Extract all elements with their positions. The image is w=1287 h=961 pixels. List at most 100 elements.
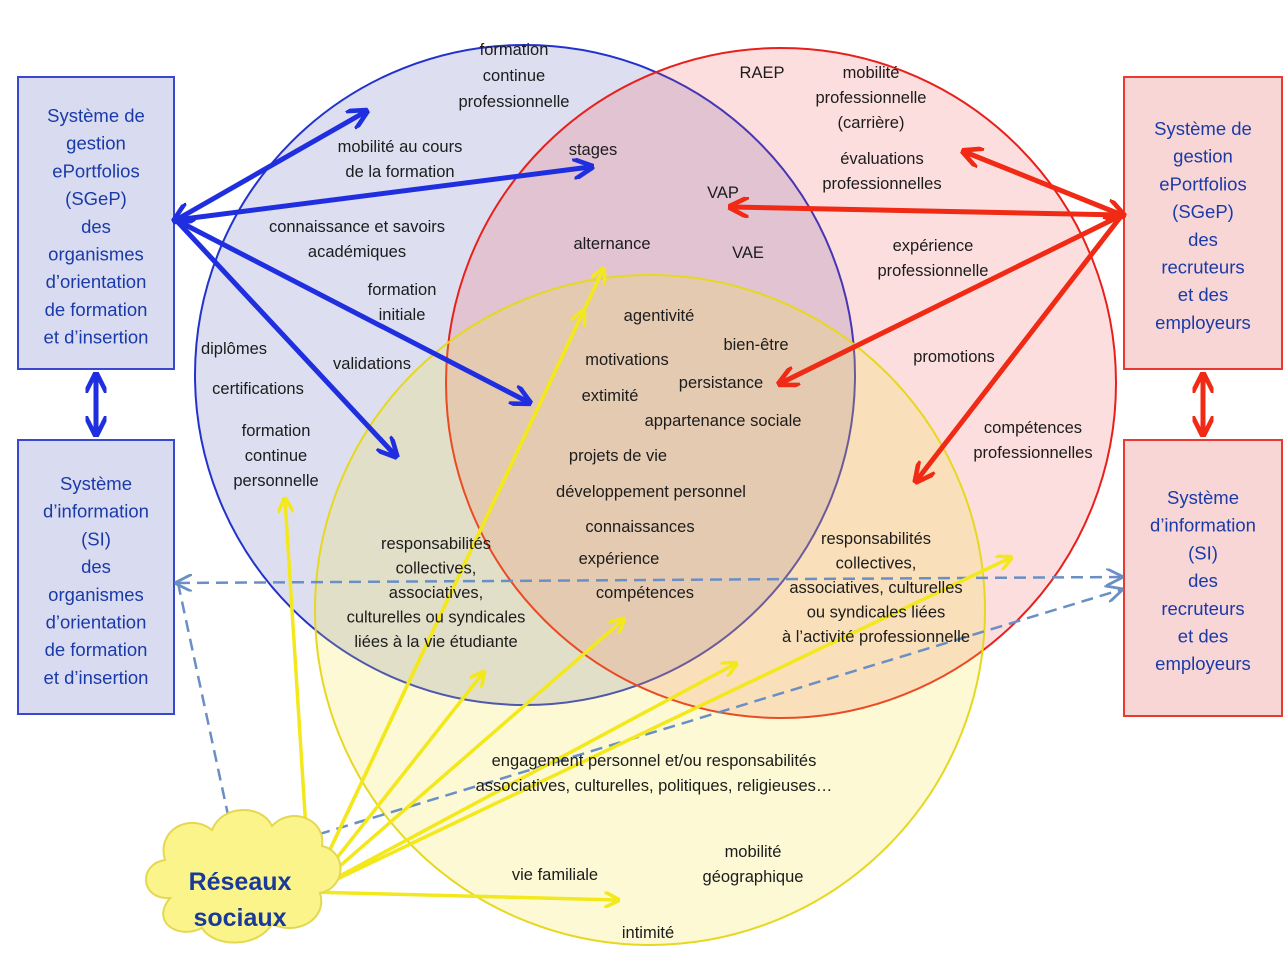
- text-line: (SI): [81, 528, 111, 549]
- text-line: sociaux: [193, 904, 286, 932]
- text-line: ou syndicales liées: [807, 604, 946, 622]
- text-line: associatives, culturelles: [789, 579, 962, 597]
- text-line: employeurs: [1155, 653, 1251, 674]
- label-competences: compétences: [596, 584, 694, 602]
- text-line: organismes: [48, 584, 144, 605]
- text-line: culturelles ou syndicales: [347, 609, 526, 627]
- red-arrow-competences: [917, 212, 1125, 480]
- text-line: associatives,: [389, 584, 483, 602]
- text-line: associatives, culturelles, politiques, r…: [476, 777, 833, 795]
- text-line: d’orientation: [46, 612, 147, 633]
- text-line: Système: [1167, 487, 1239, 508]
- text-line: formation: [480, 41, 549, 59]
- text-line: connaissances: [585, 518, 694, 536]
- yellow-arrow-resp-pro: [308, 558, 1010, 894]
- right-sgep-box: Système de gestion ePortfolios (SGeP) des rec…: [1123, 76, 1283, 370]
- text-line: persistance: [679, 374, 763, 392]
- label-appartenance: appartenance sociale: [645, 412, 802, 430]
- text-line: de la formation: [345, 163, 454, 181]
- text-line: employeurs: [1155, 312, 1251, 333]
- text-line: géographique: [703, 868, 804, 886]
- label-persistance: persistance: [679, 374, 763, 392]
- text-line: ePortfolios: [52, 160, 139, 181]
- text-line: d’information: [1150, 515, 1256, 536]
- text-line: motivations: [585, 351, 668, 369]
- text-line: RAEP: [740, 64, 785, 82]
- text-line: collectives,: [396, 560, 477, 578]
- label-developpement: développement personnel: [556, 483, 746, 501]
- label-bien-etre: bien-être: [723, 336, 788, 354]
- text-line: formation: [242, 422, 311, 440]
- label-validations: validations: [333, 355, 411, 373]
- text-line: des: [1188, 570, 1218, 591]
- text-line: validations: [333, 355, 411, 373]
- label-resp-pro: responsabilités collectives, associatives,…: [782, 530, 970, 646]
- text-line: VAP: [707, 184, 739, 202]
- dashed-cloud-to-si-left-arrow: [176, 582, 236, 852]
- text-line: vie familiale: [512, 866, 598, 884]
- blue-arrow-validations: [173, 217, 395, 455]
- label-engagement: engagement personnel et/ou responsabilit…: [476, 752, 833, 795]
- text-line: responsabilités: [821, 530, 931, 548]
- yellow-arrow-centre: [308, 312, 583, 894]
- text-line: stages: [569, 141, 618, 159]
- text-line: professionnelle: [459, 93, 570, 111]
- text-line: intimité: [622, 924, 674, 942]
- text-line: projets de vie: [569, 447, 667, 465]
- blue-arrow-stages: [173, 167, 590, 223]
- text-line: d’orientation: [46, 271, 147, 292]
- text-line: professionnelle: [878, 262, 989, 280]
- text-line: formation: [368, 281, 437, 299]
- text-line: de formation: [45, 639, 148, 660]
- red-arrows: [732, 152, 1122, 480]
- text-line: et d’insertion: [44, 667, 149, 688]
- text-line: (SGeP): [1172, 201, 1234, 222]
- label-vie-familiale: vie familiale: [512, 866, 598, 884]
- text-line: VAE: [732, 244, 764, 262]
- text-line: et des: [1178, 626, 1228, 647]
- text-line: recruteurs: [1161, 598, 1244, 619]
- yellow-circle: [314, 274, 986, 946]
- text-line: bien-être: [723, 336, 788, 354]
- label-mobilite-geo: mobilité géographique: [703, 843, 804, 886]
- text-line: organismes: [48, 244, 144, 265]
- label-promotions: promotions: [913, 348, 995, 366]
- label-motivations: motivations: [585, 351, 668, 369]
- red-arrow-evaluations: [965, 152, 1122, 215]
- label-agentivite: agentivité: [624, 307, 695, 325]
- text-line: ePortfolios: [1159, 173, 1246, 194]
- label-connaissances: connaissances: [585, 518, 694, 536]
- text-line: et des: [1178, 284, 1228, 305]
- yellow-arrow-competences: [308, 620, 623, 894]
- text-line: Système de: [1154, 118, 1252, 139]
- label-stages: stages: [569, 141, 618, 159]
- label-vap: VAP: [707, 184, 739, 202]
- text-line: gestion: [1173, 146, 1233, 167]
- dashed-si-link-arrow: [178, 577, 1120, 583]
- dashed-connectors: [178, 577, 1120, 852]
- text-line: professionnelle: [816, 89, 927, 107]
- text-line: recruteurs: [1161, 257, 1244, 278]
- label-alternance: alternance: [573, 235, 650, 253]
- dashed-cloud-to-si-right-arrow: [299, 590, 1120, 842]
- text-line: collectives,: [836, 555, 917, 573]
- yellow-arrows: [285, 270, 1010, 900]
- text-line: des: [81, 556, 111, 577]
- blue-arrow-mobilite: [176, 112, 365, 220]
- text-line: mobilité: [725, 843, 782, 861]
- label-experience-pro: expérience professionnelle: [878, 237, 989, 280]
- text-line: professionnelles: [822, 175, 941, 193]
- text-line: des: [1188, 229, 1218, 250]
- text-line: certifications: [212, 380, 304, 398]
- text-line: (SGeP): [65, 188, 127, 209]
- text-line: expérience: [893, 237, 974, 255]
- text-line: évaluations: [840, 150, 923, 168]
- label-certifications: certifications: [212, 380, 304, 398]
- text-line: engagement personnel et/ou responsabilit…: [492, 752, 817, 770]
- text-line: à l’activité professionnelle: [782, 628, 970, 646]
